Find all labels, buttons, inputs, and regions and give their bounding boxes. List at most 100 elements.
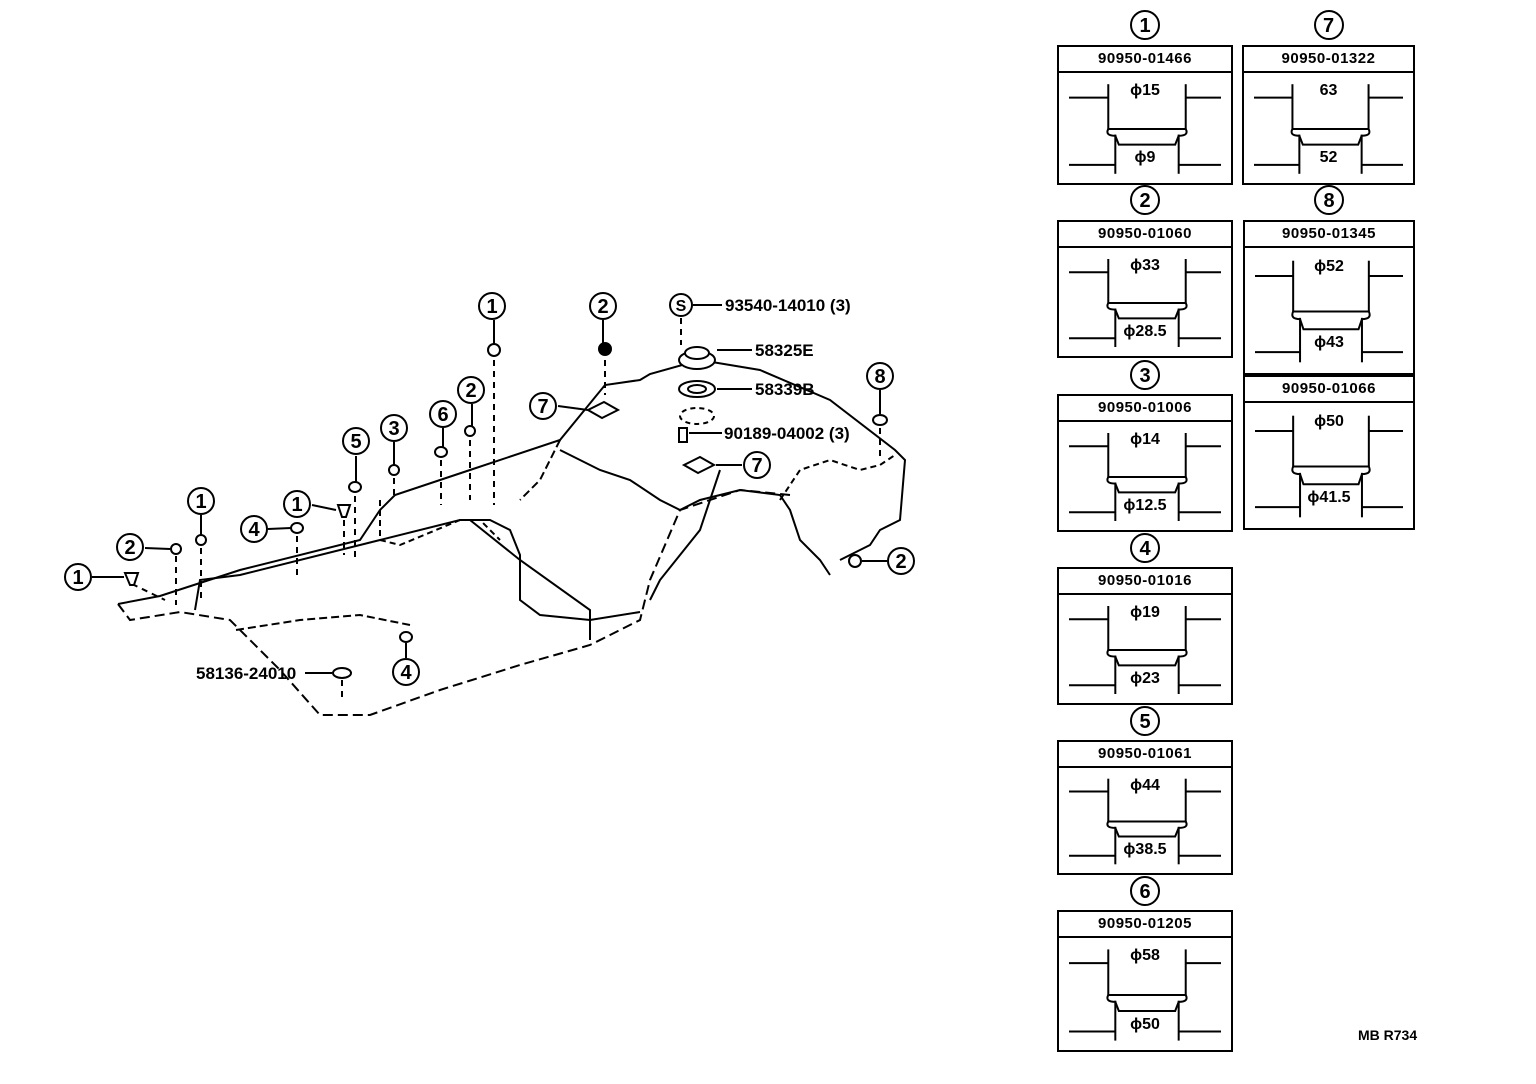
spec-number-marker: 7 [1313,10,1344,40]
spec-part-number: 90950-01205 [1059,912,1231,938]
spec-number-marker: 2 [1130,185,1160,215]
spec-box: 90950-01006 ϕ14 ϕ12.5 [1057,394,1233,532]
marker-label: 6 [437,404,448,426]
marker-label: 1 [195,491,206,513]
marker-2: 2 [887,547,915,575]
spec-drawing: ϕ58 ϕ50 [1059,938,1231,1052]
spec-box: 90950-01061 ϕ44 ϕ38.5 [1057,740,1233,875]
plug-profile-icon [1069,433,1221,521]
plug-shapes [123,342,888,679]
spec-drawing: ϕ19 ϕ23 [1059,595,1231,705]
spec-part-number: 90950-01322 [1244,47,1413,73]
marker-label: 1 [291,494,302,516]
label-58339b: 58339B [755,380,815,399]
bottom-dimension: ϕ38.5 [1123,840,1167,858]
marker-label: 4 [400,662,412,684]
plug-icon [336,504,352,518]
marker-2: 2 [457,376,485,404]
marker-label: 7 [751,455,762,477]
floor-pan-outline [117,358,907,716]
top-dimension: ϕ14 [1130,430,1160,448]
spec-part-number: 90950-01006 [1059,396,1231,422]
spec-box: 90950-01016 ϕ19 ϕ23 [1057,567,1233,705]
marker-label: 4 [248,519,260,541]
bolt-icon [678,427,688,443]
plug-icon [598,342,612,356]
spec-box: 90950-01322 63 52 [1242,45,1415,185]
plug-profile-icon [1069,606,1221,694]
plug-profile-icon [1069,949,1221,1041]
spec-number-marker: 4 [1130,533,1160,563]
plug-profile-icon [1069,84,1221,174]
top-dimension: ϕ50 [1314,413,1344,431]
marker-6: 6 [429,400,457,428]
marker-s: S [669,293,693,317]
spec-box: 90950-01066 ϕ50 ϕ41.5 [1243,375,1415,530]
pad-icon [681,455,717,475]
marker-2: 2 [589,292,617,320]
plug-icon [399,631,413,643]
spec-number-marker: 5 [1130,706,1160,736]
leader-lines [92,304,887,674]
cushion-lower-icon [687,384,707,394]
spec-number-marker: 1 [1130,10,1160,40]
plug-icon [872,414,888,426]
top-dimension: ϕ58 [1130,947,1160,965]
spec-part-number: 90950-01345 [1245,222,1413,248]
plug-icon [388,464,400,476]
label-58325e: 58325E [755,341,814,360]
bottom-dimension: ϕ41.5 [1307,489,1351,507]
marker-1: 1 [64,563,92,591]
marker-label: S [676,298,687,315]
spec-box: 90950-01466 ϕ15 ϕ9 [1057,45,1233,185]
bottom-dimension: ϕ12.5 [1123,496,1167,514]
plug-icon [487,343,501,357]
spec-number-marker: 8 [1314,185,1344,215]
marker-8: 8 [866,362,894,390]
marker-4: 4 [240,515,268,543]
spacer-icon [679,407,715,425]
marker-7: 7 [529,392,557,420]
marker-4: 4 [392,658,420,686]
bottom-dimension: ϕ50 [1130,1015,1160,1033]
spec-part-number: 90950-01016 [1059,569,1231,595]
plug-icon [848,554,862,568]
top-dimension: ϕ44 [1130,776,1160,794]
marker-label: 8 [874,366,885,388]
bottom-dimension: ϕ43 [1314,334,1344,352]
spec-box: 90950-01060 ϕ33 ϕ28.5 [1057,220,1233,358]
cushion-upper-icon [684,346,710,360]
spec-box: 90950-01205 ϕ58 ϕ50 [1057,910,1233,1052]
bottom-dimension: 52 [1319,149,1338,167]
spec-drawing: ϕ52 ϕ43 [1245,248,1413,375]
top-dimension: ϕ33 [1130,256,1160,274]
plug-icon [348,481,362,493]
spec-part-number: 90950-01061 [1059,742,1231,768]
plug-icon [123,572,140,586]
marker-label: 2 [465,380,476,402]
plug-profile-icon [1255,415,1403,518]
marker-3: 3 [380,414,408,442]
spec-part-number: 90950-01060 [1059,222,1231,248]
marker-1: 1 [187,487,215,515]
spec-drawing: ϕ14 ϕ12.5 [1059,422,1231,532]
plug-icon [290,522,304,534]
label-58136-24010: 58136-24010 [196,664,296,683]
marker-7: 7 [743,451,771,479]
plug-icon [464,425,476,437]
marker-label: 5 [350,431,361,453]
part-labels: 93540-14010 (3) 58325E 58339B 90189-0400… [196,296,851,683]
marker-label: 2 [597,296,608,318]
label-93540-14010: 93540-14010 (3) [725,296,851,315]
marker-label: 1 [72,567,83,589]
top-dimension: 63 [1319,81,1338,99]
spec-drawing: ϕ15 ϕ9 [1059,73,1231,185]
spec-drawing: ϕ44 ϕ38.5 [1059,768,1231,875]
spec-number-marker: 3 [1130,360,1160,390]
plug-icon [434,446,448,458]
top-dimension: ϕ19 [1130,603,1160,621]
plug-profile-icon [1255,260,1403,363]
bottom-dimension: ϕ9 [1134,149,1156,167]
install-lines [131,318,881,700]
